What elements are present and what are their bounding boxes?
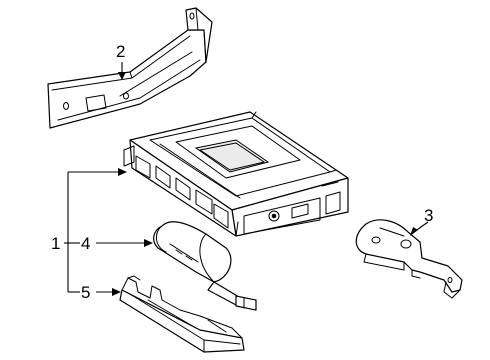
- arrow-3: [410, 227, 418, 236]
- callout-4: 4: [81, 234, 90, 253]
- arrow-4: [144, 239, 153, 247]
- part-bracket-3: [355, 219, 463, 299]
- callout-1: 1: [51, 234, 60, 253]
- arrow-1: [118, 168, 127, 176]
- part-tray-5: [119, 275, 245, 353]
- part-bracket-2: [47, 7, 213, 129]
- callout-5: 5: [81, 283, 90, 302]
- callout-3: 3: [424, 206, 433, 225]
- arrow-5: [112, 288, 121, 296]
- part-cylinder-4: [153, 221, 257, 311]
- callout-2: 2: [116, 42, 125, 61]
- part-module-1: [123, 111, 349, 237]
- arrow-2: [118, 72, 126, 80]
